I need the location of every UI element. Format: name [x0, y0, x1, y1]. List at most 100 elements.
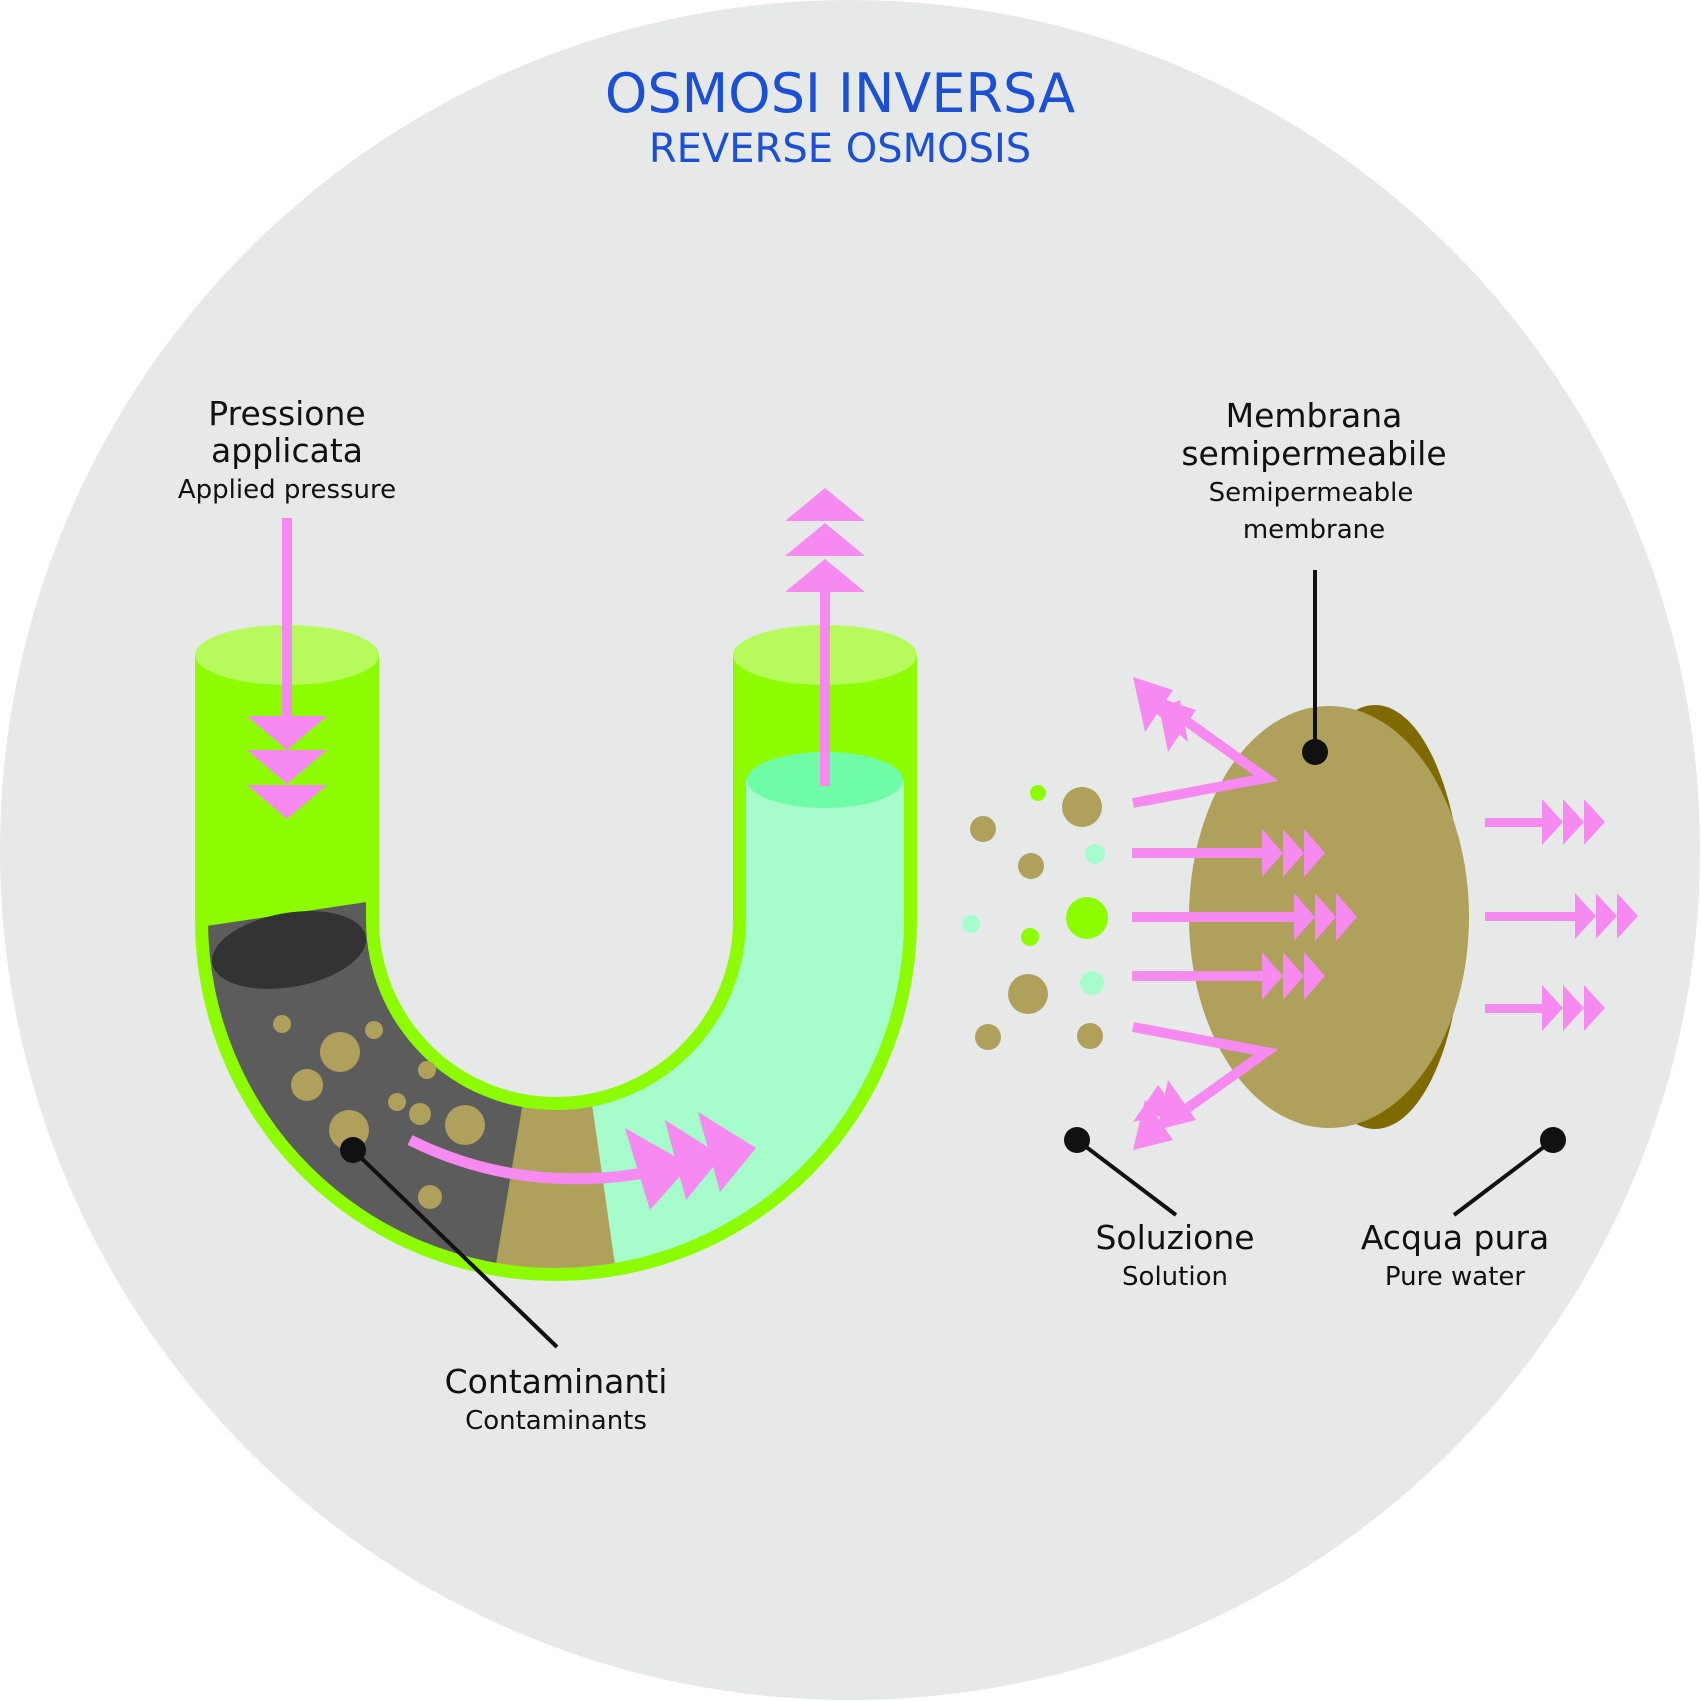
contaminants-leader-line [351, 1148, 559, 1349]
pure-water-leader-line [1452, 1138, 1555, 1217]
label-pure-water-en: Pure water [1385, 1262, 1525, 1292]
label-membrane-it-2: semipermeabile [1181, 434, 1446, 473]
label-membrane-en-2: membrane [1243, 515, 1385, 545]
arrowhead [1157, 1080, 1196, 1130]
arrowhead [1584, 799, 1605, 845]
flow-arrow-heads [625, 1112, 756, 1210]
arrowhead [1157, 697, 1196, 752]
rising-arrow-heads [785, 488, 865, 592]
label-contaminants-it: Contaminanti [445, 1362, 668, 1401]
outflow-arrows [1485, 799, 1638, 1031]
arrow-shaft [1132, 971, 1267, 981]
arrowhead [1596, 893, 1617, 939]
label-pure-water: Acqua pura Pure water [1361, 1218, 1549, 1292]
particle [962, 915, 980, 933]
pressure-arrow-heads [247, 716, 327, 819]
title-main: OSMOSI INVERSA [605, 62, 1075, 125]
solution-leader-dot [1064, 1127, 1090, 1153]
arrowhead [247, 750, 327, 784]
arrowhead [665, 1120, 722, 1200]
arrowhead [1617, 893, 1638, 939]
arrowhead [1283, 829, 1304, 877]
rising-arrow-shaft [820, 590, 830, 786]
particle [320, 1032, 360, 1072]
arrowhead [785, 559, 865, 592]
particle [445, 1105, 485, 1145]
arrowhead [1563, 799, 1584, 845]
label-membrane: Membrana semipermeabile Semipermeable me… [1181, 396, 1446, 545]
arrowhead [1294, 893, 1315, 941]
particle [1018, 853, 1044, 879]
particle [291, 1069, 323, 1101]
contaminated-cut-surface [211, 911, 367, 989]
deflected-arrow-bottom [1132, 1022, 1279, 1117]
particle [388, 1093, 406, 1111]
u-membrane-band [490, 1090, 620, 1268]
particle [1085, 844, 1105, 864]
label-membrane-it-1: Membrana [1226, 396, 1403, 435]
arrowhead [785, 523, 865, 556]
label-pressure-en: Applied pressure [178, 475, 396, 505]
deflected-arrow-bottom-heads [1133, 1080, 1196, 1150]
label-pressure-it-2: applicata [211, 431, 363, 470]
particle [273, 1015, 291, 1033]
arrow-shaft [1132, 848, 1267, 858]
arrow-shaft [1132, 912, 1299, 922]
arrowhead [1542, 985, 1563, 1031]
solution-particles [962, 785, 1108, 1050]
label-contaminants: Contaminanti Contaminants [445, 1362, 668, 1436]
arrowhead [1304, 829, 1325, 877]
label-membrane-en-1: Semipermeable [1209, 478, 1414, 508]
arrowhead [1575, 893, 1596, 939]
particle [1030, 785, 1046, 801]
particle [1008, 974, 1048, 1014]
particle [975, 1024, 1001, 1050]
particle [970, 816, 996, 842]
arrowhead [1336, 893, 1357, 941]
arrowhead [698, 1112, 756, 1192]
arrowhead [1133, 677, 1173, 732]
arrowhead [1304, 952, 1325, 1000]
inflow-arrows [1132, 829, 1357, 1000]
arrowhead [1133, 1085, 1178, 1122]
pressure-arrow-shaft [282, 518, 292, 718]
arrowhead [1262, 952, 1283, 1000]
membrane-leader-dot [1302, 739, 1328, 765]
deflected-arrow-top-heads [1133, 677, 1196, 752]
arrowhead [1563, 985, 1584, 1031]
arrowhead [1542, 799, 1563, 845]
pure-water-leader-dot [1540, 1127, 1566, 1153]
particle [1062, 787, 1102, 827]
arrow-shaft [1485, 1004, 1545, 1013]
arrowhead [625, 1128, 690, 1210]
arrowhead [247, 785, 327, 819]
label-pressure-it-1: Pressione [208, 394, 365, 433]
particle [418, 1185, 442, 1209]
arrowhead [1262, 829, 1283, 877]
label-solution: Soluzione Solution [1095, 1218, 1254, 1292]
deflected-arrow-top [1132, 713, 1279, 808]
title-sub: REVERSE OSMOSIS [649, 126, 1031, 172]
u-tube [195, 488, 917, 1349]
label-applied-pressure: Pressione applicata Applied pressure [178, 394, 396, 505]
arrowhead [247, 716, 327, 750]
contaminants-leader-dot [340, 1137, 366, 1163]
membrane-section [962, 570, 1638, 1217]
particle [418, 1061, 436, 1079]
flow-arrow-shaft [407, 1135, 651, 1185]
label-contaminants-en: Contaminants [465, 1406, 647, 1436]
label-pure-water-it: Acqua pura [1361, 1218, 1549, 1257]
particle [1021, 928, 1039, 946]
arrowhead [1584, 985, 1605, 1031]
label-solution-en: Solution [1122, 1262, 1228, 1292]
solution-leader-line [1075, 1138, 1178, 1217]
arrow-shaft [1485, 912, 1578, 921]
arrow-shaft [1485, 818, 1545, 827]
particle [1077, 1023, 1103, 1049]
particle [365, 1021, 383, 1039]
arrowhead [785, 488, 865, 521]
particle [1066, 897, 1108, 939]
particle [409, 1103, 431, 1125]
arrowhead [1283, 952, 1304, 1000]
